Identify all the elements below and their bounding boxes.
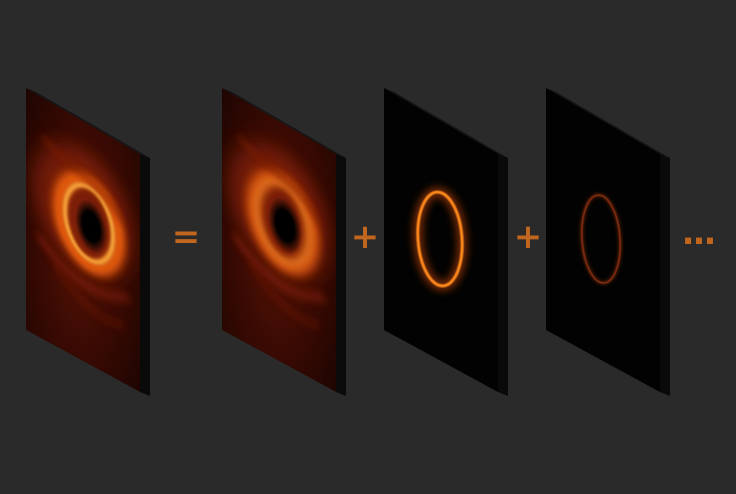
photon-ring-bright [412, 187, 468, 291]
equals-sign: = [171, 217, 201, 257]
panel-top [26, 88, 150, 158]
photon-ring-faint [579, 193, 623, 285]
panel-component-1 [222, 88, 346, 396]
panel-side [336, 154, 346, 396]
plus-sign-1: + [350, 217, 380, 257]
panel-top [546, 88, 670, 158]
panel-side [660, 154, 670, 396]
panel-side [140, 154, 150, 396]
panel-component-3 [546, 88, 670, 396]
panel-full-image [26, 88, 150, 396]
plus-sign-2: + [513, 217, 543, 257]
panel-component-2 [384, 88, 508, 396]
panel-side [498, 154, 508, 396]
panel-top [384, 88, 508, 158]
panel-top [222, 88, 346, 158]
ellipsis: ... [681, 213, 717, 253]
